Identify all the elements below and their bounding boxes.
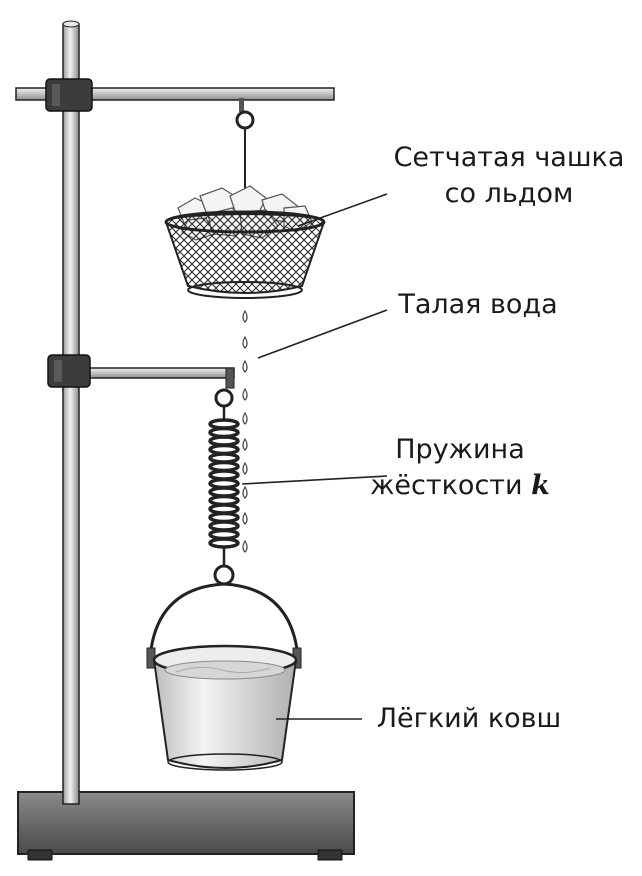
water-drop [242, 511, 248, 525]
leader-lines [241, 193, 388, 720]
label-spring-line2: жёсткости k [360, 468, 560, 504]
water-drop [242, 411, 248, 425]
mesh-cup [164, 210, 326, 299]
upper-crossbar [15, 87, 335, 101]
label-spring-line1: Пружина [395, 434, 525, 465]
water-drop [242, 335, 248, 349]
water-drops [242, 309, 248, 553]
water-drop [242, 309, 248, 323]
label-mesh-cup-line1: Сетчатая чашка [393, 142, 625, 173]
cup-hanger [235, 98, 255, 196]
upper-clamp [45, 78, 93, 112]
water-drop [242, 485, 248, 499]
label-mesh-cup: Сетчатая чашка со льдом [382, 140, 636, 212]
spring [208, 388, 240, 586]
spring-coil [208, 537, 240, 549]
label-spring-symbol: k [531, 470, 550, 501]
water-drop [242, 539, 248, 553]
lower-arm [83, 367, 235, 389]
light-ladle [152, 644, 298, 771]
water-drop [242, 461, 248, 475]
stand-rod [62, 20, 80, 805]
water-drop [242, 437, 248, 451]
label-spring-stiffness: жёсткости [370, 470, 532, 501]
label-mesh-cup-line2: со льдом [444, 178, 574, 209]
label-spring: Пружина жёсткости k [360, 432, 560, 504]
label-ladle: Лёгкий ковш [376, 703, 562, 734]
label-melt-water: Талая вода [398, 289, 558, 320]
water-drop [242, 359, 248, 373]
lower-clamp [47, 354, 91, 388]
water-drop [242, 387, 248, 401]
